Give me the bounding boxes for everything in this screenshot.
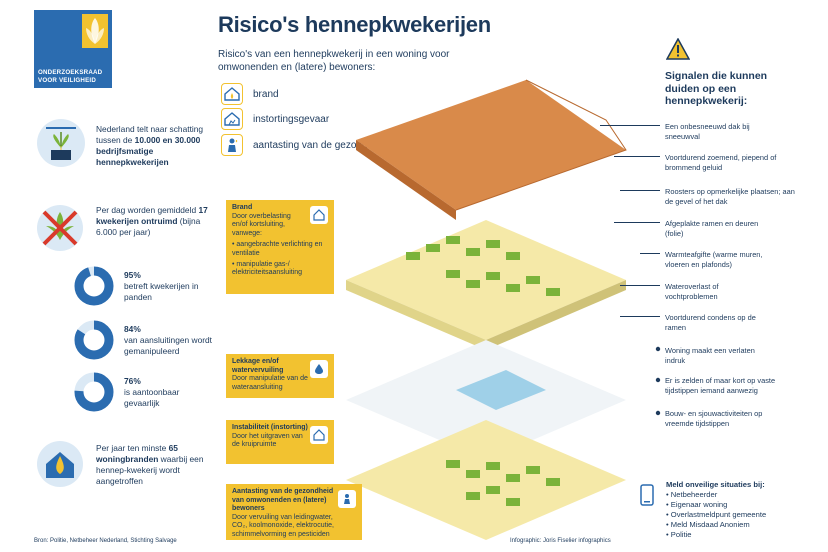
logo-line-1: ONDERZOEKSRAAD [38,69,103,76]
no-cannabis-icon [37,205,83,251]
signal-item: Warmteafgifte (warme muren, vloeren en p… [665,250,763,269]
source-note: Bron: Politie, Netbeheer Nederland, Stic… [34,538,177,544]
health-icon [338,490,356,508]
risk-item-instorting: instortingsgevaar [221,108,329,130]
box-lekkage: Lekkage en/of watervervuiling Door manip… [226,354,334,398]
house-collapse-icon [221,108,243,130]
donut-76 [74,372,114,417]
house-fire-icon [37,441,83,487]
roof [356,79,627,220]
ovv-logo: ONDERZOEKSRAAD VOOR VEILIGHEID [34,10,112,88]
pct-item: 95%betreft kwekerijen in panden [124,270,199,302]
pct-item: 76%is aantoonbaar gevaarlijk [124,376,180,408]
report-item: • Overlastmeldpunt gemeente [666,510,767,519]
health-icon [221,134,243,156]
box-bullet: • manipulatie gas-/ elektriciteitsaanslu… [232,260,303,277]
box-gezondheid: Aantasting van de gezondheid van omwonen… [226,484,362,540]
plant-grow-icon [37,119,85,167]
risk-label: instortingsgevaar [253,113,330,125]
house-fire-icon [310,206,328,224]
signals-title: Signalen die kunnen duiden op een hennep… [665,70,768,107]
donut-chart [74,372,114,412]
report-item: • Netbeheerder [666,490,718,499]
risk-label: brand [253,88,279,100]
signal-item: Woning maakt een verlaten indruk [665,346,755,365]
donut-84 [74,320,114,365]
house-fire-icon [221,83,243,105]
stat-kwekerijen: Nederland telt naar schatting tussen de … [96,124,204,167]
report-item: • Meld Misdaad Anoniem [666,520,750,529]
report-item: • Eigenaar woning [666,500,728,509]
box-heading: Brand [232,204,253,211]
box-heading: Aantasting van de gezondheid van omwonen… [232,488,334,513]
water-drop-icon [310,360,328,378]
box-heading: Lekkage en/of watervervuiling [232,358,284,374]
signal-item: Roosters op opmerkelijke plaatsen; aan d… [665,187,795,206]
donut-chart [74,266,114,306]
box-body: Door manipulatie van de wateraansluiting [232,375,308,391]
donut-chart [74,320,114,360]
box-body: Door overbelasting en/of kortsluiting, v… [232,212,291,237]
top-floor [346,220,626,350]
plant-grid-top [406,236,560,296]
box-body: Door vervuiling van leidingwater, CO₂, k… [232,513,334,538]
page-subtitle: Risico's van een hennepkwekerij in een w… [218,49,450,73]
box-heading: Instabiliteit (instorting) [232,424,308,431]
ground-floor [346,420,626,540]
bullet-dots [655,346,661,416]
signal-item: Voortdurend condens op de ramen [665,313,756,332]
report-item: • Politie [666,530,692,539]
box-body: Door het uitgraven van de kruipruimte [232,432,303,449]
report-block: Meld onveilige situaties bij: • Netbehee… [666,480,766,540]
stat-ontruimd: Per dag worden gemiddeld 17 kwekerijen o… [96,205,208,237]
pct-item: 84%van aansluitingen wordt gemanipuleerd [124,324,212,356]
logo-line-2: VOOR VEILIGHEID [38,76,97,84]
risk-item-brand: brand [221,83,279,105]
meter-icon [88,334,100,345]
house-illustration [346,79,627,540]
box-instabiliteit: Instabiliteit (instorting) Door het uitg… [226,420,334,464]
box-brand: Brand Door overbelasting en/of kortsluit… [226,200,334,294]
warning-icon [88,386,100,397]
logo-emblem-icon [82,14,108,48]
phone-icon [640,484,654,506]
building-icon [89,282,99,291]
warning-icon [666,38,690,60]
signal-item: Een onbesneeuwd dak bij sneeuwval [665,122,750,141]
signal-item: Er is zelden of maar kort op vaste tijds… [665,376,776,395]
risk-item-gezondheid: aantasting van de gezondheid [221,134,386,156]
middle-floor [346,340,626,460]
report-heading: Meld onveilige situaties bij: [666,480,765,489]
box-bullet: • aangebrachte verlichting en ventilatie [232,241,323,257]
credit-note: Infographic: Joris Fiselier infographics [510,538,611,544]
donut-95 [74,266,114,311]
signal-item: Afgeplakte ramen en deuren (folie) [665,219,759,238]
signal-item: Bouw- en sjouwactiviteiten op vreemde ti… [665,409,763,428]
signal-item: Wateroverlast of vochtproblemen [665,282,719,301]
signal-item: Voortdurend zoemend, piepend of brommend… [665,153,777,172]
stat-woningbranden: Per jaar ten minste 65 woningbranden waa… [96,443,204,486]
house-collapse-icon [310,426,328,444]
page-title: Risico's hennepkwekerijen [218,12,491,37]
risk-label: aantasting van de gezondheid [253,139,387,151]
